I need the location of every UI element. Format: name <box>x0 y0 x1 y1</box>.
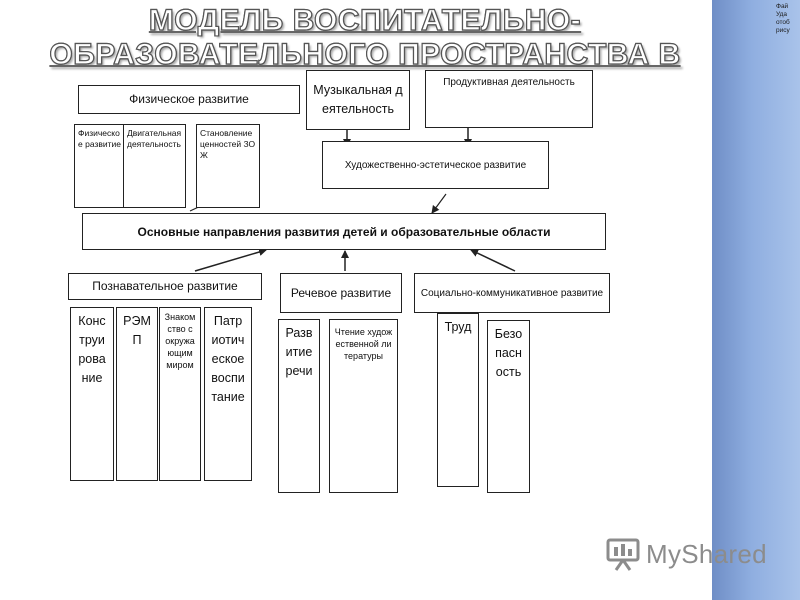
logo-text: MyShared <box>646 538 767 569</box>
productive-box: Продуктивная деятельность <box>425 70 593 128</box>
patriotic-box: Патриотическое воспитание <box>204 307 252 481</box>
cognitive-box: Познавательное развитие <box>68 273 262 300</box>
physical-development-sub-box: Физическое развитие <box>74 124 126 208</box>
healthy-values-box: Становление ценностей ЗОЖ <box>196 124 260 208</box>
remp-box: РЭМП <box>116 307 158 481</box>
side-panel <box>712 0 800 600</box>
presentation-board-icon <box>606 538 640 571</box>
myshared-logo: MyShared <box>606 534 767 574</box>
title-line-1: МОДЕЛЬ ВОСПИТАТЕЛЬНО- <box>148 3 582 37</box>
reading-box: Чтение художественной литературы <box>329 319 398 493</box>
knowledge-world-box: Знакомство с окружающим миром <box>159 307 201 481</box>
arrow-social-main <box>470 249 516 272</box>
arrow-art-main <box>431 193 447 214</box>
motor-activity-box: Двигательная деятельность <box>123 124 186 208</box>
art-aesthetic-box: Художественно-эстетическое развитие <box>322 141 549 189</box>
main-directions-box: Основные направления развития детей и об… <box>82 213 606 250</box>
speech-development-box: Развитие речи <box>278 319 320 493</box>
arrow-cognitive-main <box>194 248 267 272</box>
side-panel-text: Фай Уда отоб рису <box>776 3 790 34</box>
speech-box: Речевое развитие <box>280 273 402 313</box>
social-box: Социально-коммуникативное развитие <box>414 273 610 313</box>
labor-box: Труд <box>437 313 479 487</box>
construction-box: Конструирование <box>70 307 114 481</box>
safety-box: Безопасность <box>487 320 530 493</box>
physical-development-box: Физическое развитие <box>78 85 300 114</box>
music-box: Музыкальная деятельность <box>306 70 410 130</box>
